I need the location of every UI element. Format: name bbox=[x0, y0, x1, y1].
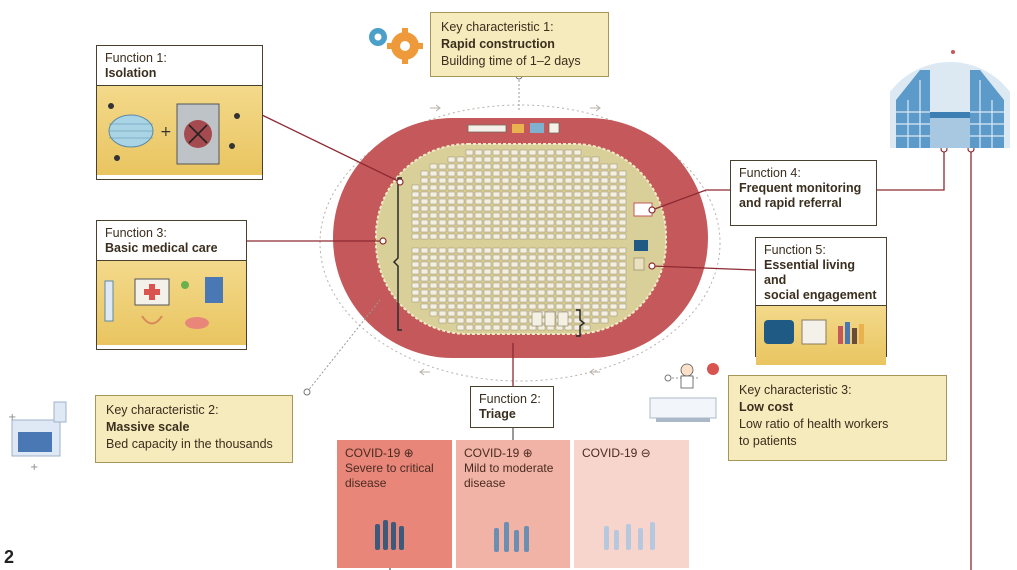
key-characteristic-2: Key characteristic 2: Massive scale Bed … bbox=[95, 395, 293, 463]
kc1-label: Key characteristic 1: bbox=[441, 20, 554, 34]
function-2-title: Triage bbox=[479, 407, 516, 421]
medical-care-illustration bbox=[97, 260, 246, 345]
bottom-bracket bbox=[576, 309, 586, 337]
bed-grid bbox=[411, 149, 627, 331]
svg-text:+: + bbox=[160, 124, 172, 140]
triage-negative-head: COVID-19 ⊖ bbox=[582, 446, 651, 460]
triage-mild-line2: disease bbox=[464, 476, 506, 490]
function-2-box: Function 2: Triage bbox=[470, 386, 554, 428]
function-3-title: Basic medical care bbox=[105, 241, 218, 255]
function-1-label: Function 1: bbox=[105, 51, 167, 65]
isolation-illustration: + bbox=[97, 85, 262, 175]
function-4-box: Function 4: Frequent monitoring and rapi… bbox=[730, 160, 877, 226]
triage-negative: COVID-19 ⊖ bbox=[574, 440, 689, 568]
track-equipment bbox=[467, 122, 560, 134]
function-5-box: Function 5: Essential living and social … bbox=[755, 237, 887, 365]
function-5-label: Function 5: bbox=[764, 243, 826, 257]
kc2-desc: Bed capacity in the thousands bbox=[106, 437, 273, 451]
key-characteristic-3: Key characteristic 3: Low cost Low ratio… bbox=[728, 375, 947, 461]
severe-patients-icon bbox=[375, 520, 404, 550]
triage-severe-line2: disease bbox=[345, 476, 387, 490]
function-1-title: Isolation bbox=[105, 66, 157, 80]
kc3-title: Low cost bbox=[739, 400, 794, 414]
health-worker-icon bbox=[649, 363, 719, 422]
living-illustration bbox=[756, 305, 886, 365]
function-1-box: Function 1: Isolation + bbox=[96, 45, 263, 180]
function-3-label: Function 3: bbox=[105, 226, 167, 240]
kc2-label: Key characteristic 2: bbox=[106, 403, 219, 417]
triage-mild-line1: Mild to moderate bbox=[464, 461, 554, 475]
svg-text:+: + bbox=[30, 462, 38, 473]
triage-mild: COVID-19 ⊕ Mild to moderate disease bbox=[456, 440, 570, 568]
triage-mild-head: COVID-19 ⊕ bbox=[464, 446, 533, 460]
monitor-icon bbox=[634, 240, 648, 251]
function-3-box: Function 3: Basic medical care bbox=[96, 220, 247, 350]
svg-text:+: + bbox=[8, 412, 16, 423]
orbit-ring bbox=[319, 104, 721, 382]
negative-patients-icon bbox=[604, 522, 655, 550]
kc3-label: Key characteristic 3: bbox=[739, 383, 852, 397]
kc3-desc-line1: Low ratio of health workers bbox=[739, 417, 889, 431]
triage-severe-head: COVID-19 ⊕ bbox=[345, 446, 414, 460]
kc2-title: Massive scale bbox=[106, 420, 190, 434]
hospital-building-icon bbox=[890, 50, 1010, 148]
key-characteristic-1: Key characteristic 1: Rapid construction… bbox=[430, 12, 609, 77]
kc1-title: Rapid construction bbox=[441, 37, 555, 51]
bed-icon: + + bbox=[8, 401, 67, 473]
function-5-title-line1: Essential living and bbox=[764, 258, 856, 287]
triage-severe: COVID-19 ⊕ Severe to critical disease bbox=[337, 440, 452, 568]
kc3-desc-line2: to patients bbox=[739, 434, 797, 448]
figure-number: 2 bbox=[4, 547, 15, 567]
mild-patients-icon bbox=[494, 522, 529, 552]
function-2-label: Function 2: bbox=[479, 392, 541, 406]
gears-icon bbox=[369, 28, 423, 64]
kc1-desc: Building time of 1–2 days bbox=[441, 54, 581, 68]
function-5-title-line2: social engagement bbox=[764, 288, 877, 302]
left-bracket bbox=[392, 177, 402, 331]
triage-severe-line1: Severe to critical bbox=[345, 461, 434, 475]
function-4-title-line1: Frequent monitoring bbox=[739, 181, 862, 195]
function-4-label: Function 4: bbox=[739, 166, 801, 180]
function-4-title-line2: and rapid referral bbox=[739, 196, 842, 210]
